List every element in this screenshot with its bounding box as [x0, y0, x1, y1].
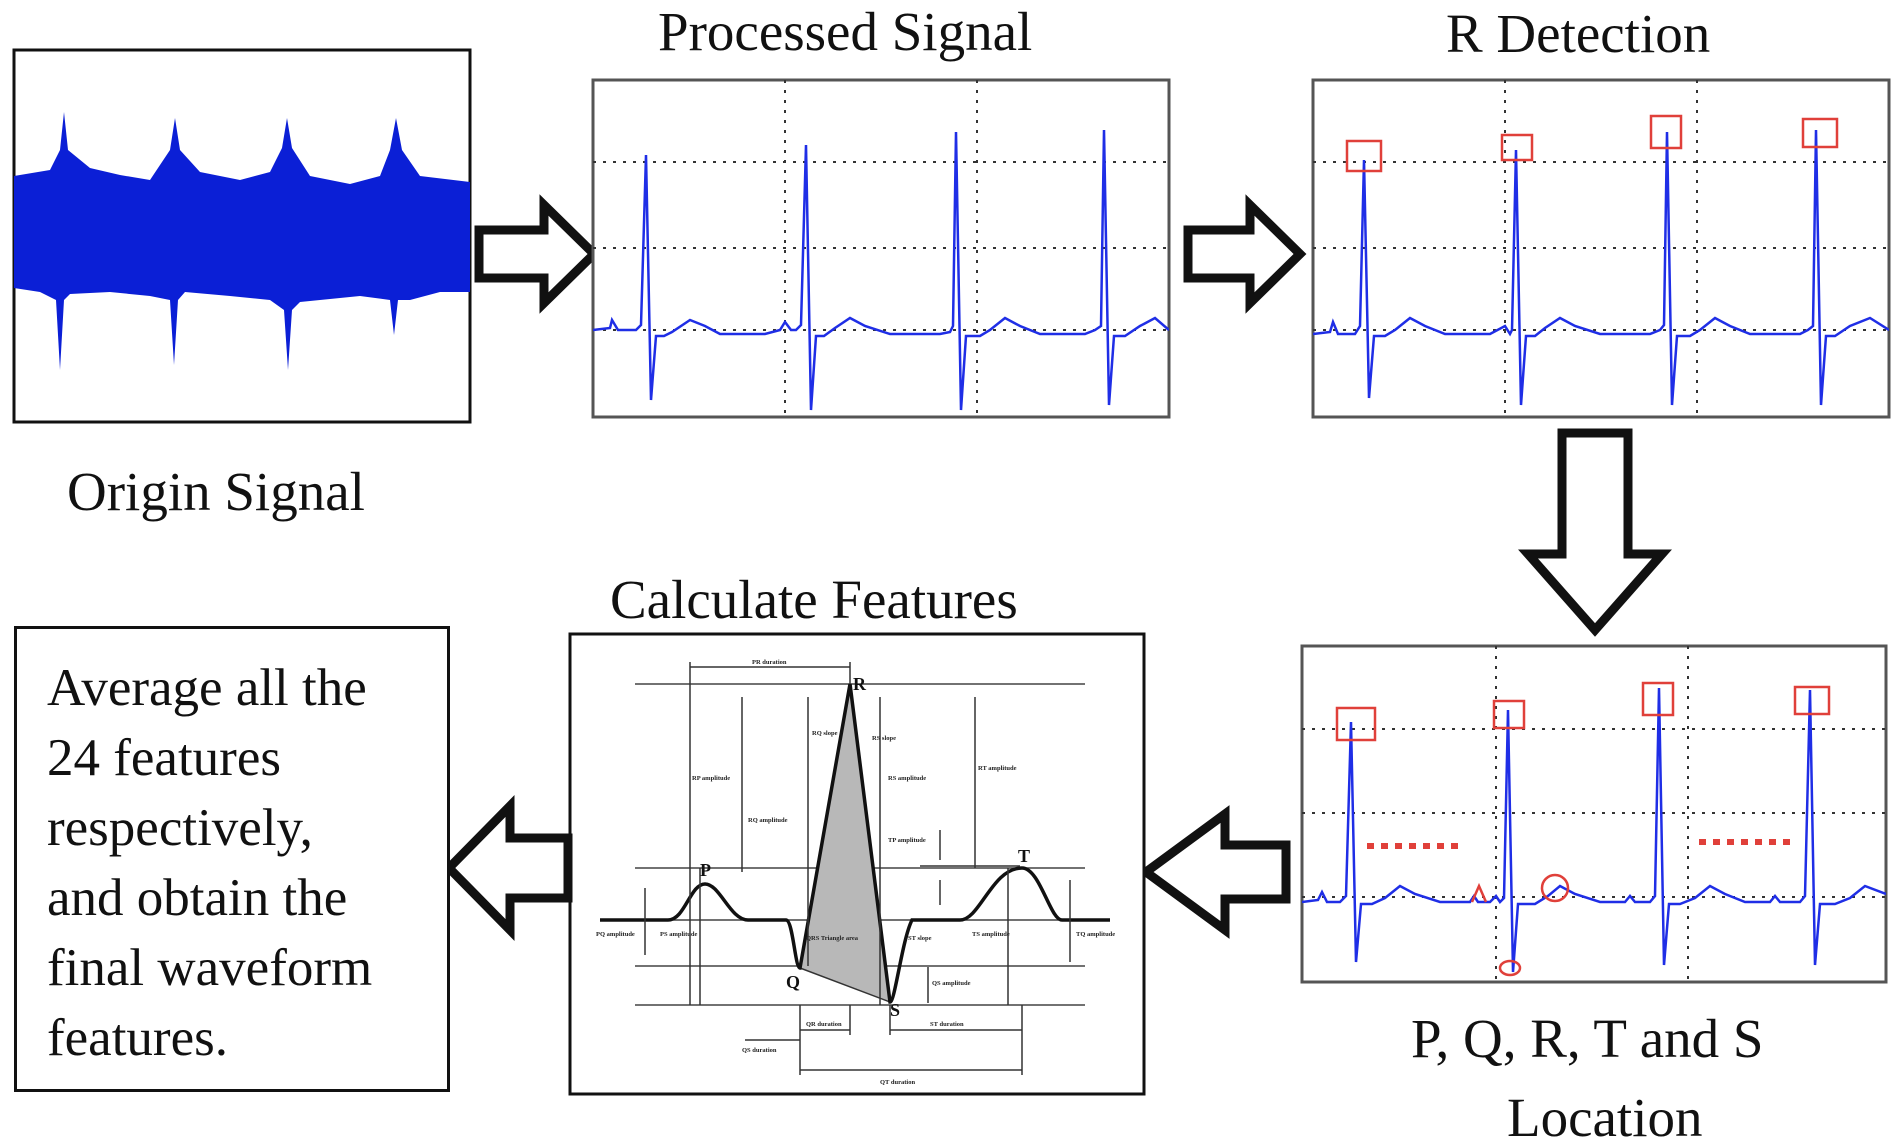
qs-amplitude-label: QS amplitude: [932, 980, 971, 987]
st-slope-label: ST slope: [908, 935, 932, 942]
r-detection-grid: [1313, 80, 1889, 417]
rq-slope-label: RQ slope: [812, 730, 838, 737]
r-detection-ecg-trace: [1313, 129, 1889, 406]
r-peak-marker: [1335, 706, 1377, 742]
wave-label-q: Q: [786, 972, 800, 992]
pqrts-location-panel: [1300, 644, 1888, 984]
r-peak-marker: [1641, 681, 1675, 717]
pq-amplitude-label: PQ amplitude: [596, 931, 635, 938]
rs-slope-label: RS slope: [872, 735, 896, 742]
r-peak-marker: [1345, 139, 1383, 173]
average-features-text: Average all the 24 features respectively…: [47, 659, 373, 1067]
r-peak-markers: [1345, 114, 1839, 173]
ecg-reference-waveform: [600, 683, 1110, 1004]
wave-label-t: T: [1018, 846, 1030, 866]
calculate-features-label: Calculate Features: [610, 569, 1018, 630]
origin-signal-panel: [12, 48, 472, 424]
processed-grid: [593, 80, 1169, 417]
pqrts-grid: [1302, 646, 1886, 982]
pqrts-other-markers: [1470, 873, 1570, 977]
rq-amplitude-label: RQ amplitude: [748, 817, 788, 824]
processed-signal-frame: [591, 78, 1171, 419]
average-features-box: Average all the 24 features respectively…: [14, 626, 450, 1092]
qt-duration-label: QT duration: [880, 1079, 915, 1086]
origin-signal-band: [14, 112, 470, 370]
calculate-features-panel: R P Q S T PR duration RP amplitude RQ am…: [568, 632, 1146, 1096]
processed-ecg-trace: [593, 129, 1169, 411]
r-peak-marker: [1649, 114, 1683, 150]
r-peak-marker: [1793, 685, 1831, 716]
arrow-left-1: [1138, 805, 1291, 939]
pqrts-r-markers: [1335, 681, 1831, 742]
tq-amplitude-label: TQ amplitude: [1076, 931, 1115, 938]
r-peak-marker: [1492, 699, 1526, 730]
wave-label-r: R: [853, 674, 867, 694]
r-peak-marker: [1801, 117, 1839, 149]
arrow-left-2: [442, 795, 573, 941]
processed-signal-label: Processed Signal: [658, 1, 1032, 62]
measurement-arrows: [644, 662, 1071, 1075]
qs-duration-label: QS duration: [742, 1047, 777, 1054]
rp-amplitude-label: RP amplitude: [692, 775, 730, 782]
p-wave-marker: [1470, 882, 1488, 903]
pr-duration-label: PR duration: [752, 659, 787, 666]
measurement-labels: PR duration RP amplitude RQ amplitude RQ…: [596, 659, 1115, 1086]
processed-signal-panel: [591, 78, 1171, 419]
ps-amplitude-label: PS amplitude: [660, 931, 697, 938]
ts-amplitude-label: TS amplitude: [972, 931, 1010, 938]
r-detection-panel: [1311, 78, 1891, 419]
wave-label-p: P: [700, 860, 711, 880]
pqrts-location-label-line1: P, Q, R, T and S: [1411, 1008, 1764, 1069]
r-peak-marker: [1500, 133, 1534, 162]
arrow-right-1: [474, 194, 601, 314]
arrow-down: [1518, 428, 1672, 637]
pqrts-location-label-line2: Location: [1507, 1087, 1702, 1143]
arrow-right-2: [1183, 194, 1307, 314]
st-duration-label: ST duration: [930, 1021, 964, 1028]
continuation-dots: [1367, 839, 1796, 849]
t-wave-marker: [1540, 873, 1570, 903]
tp-amplitude-label: TP amplitude: [888, 837, 926, 844]
origin-signal-label: Origin Signal: [67, 461, 365, 522]
qrs-area-label: QRS Triangle area: [806, 935, 859, 942]
s-wave-marker: [1498, 959, 1522, 977]
qr-duration-label: QR duration: [806, 1021, 842, 1028]
wave-point-labels: R P Q S T: [700, 674, 1030, 1020]
wave-label-s: S: [890, 1000, 900, 1020]
r-detection-label: R Detection: [1446, 3, 1710, 64]
rt-amplitude-label: RT amplitude: [978, 765, 1017, 772]
rs-amplitude-label: RS amplitude: [888, 775, 926, 782]
